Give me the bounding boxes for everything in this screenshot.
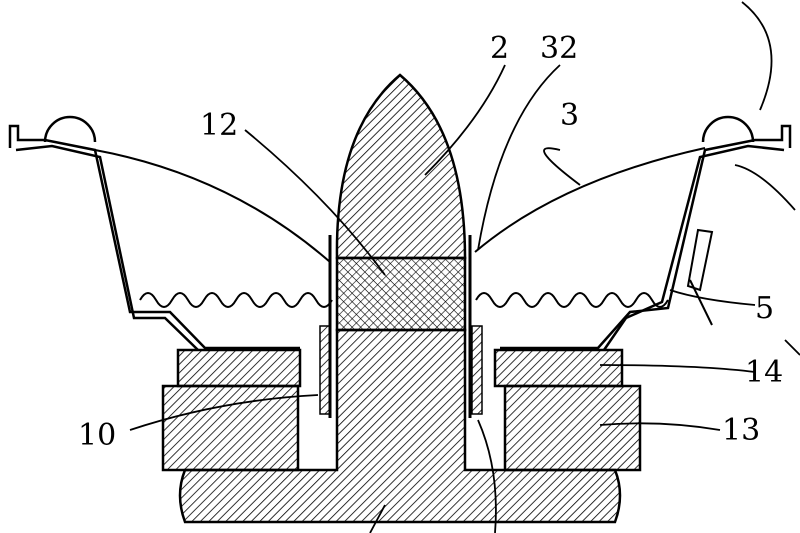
label-12: 12 (200, 108, 238, 143)
top-plate-right (495, 350, 622, 386)
spider-right (476, 293, 668, 307)
phase-plug-section (337, 258, 465, 330)
label-5: 5 (755, 291, 774, 326)
spider-left (140, 293, 332, 307)
coil-right (472, 326, 482, 414)
label-14: 14 (745, 355, 783, 390)
cone-left (95, 150, 330, 262)
label-10: 10 (78, 418, 116, 453)
frame-left (10, 126, 300, 348)
label-13: 13 (722, 413, 760, 448)
top-plate-left (178, 350, 300, 386)
surround-right (703, 117, 753, 142)
magnet-right (505, 386, 640, 470)
label-32: 32 (540, 31, 578, 66)
phase-plug-tip (337, 75, 465, 258)
cone-right (475, 148, 705, 252)
frame-right (500, 126, 790, 348)
label-3: 3 (560, 98, 579, 133)
surround-left (45, 117, 95, 142)
label-2: 2 (490, 31, 509, 66)
